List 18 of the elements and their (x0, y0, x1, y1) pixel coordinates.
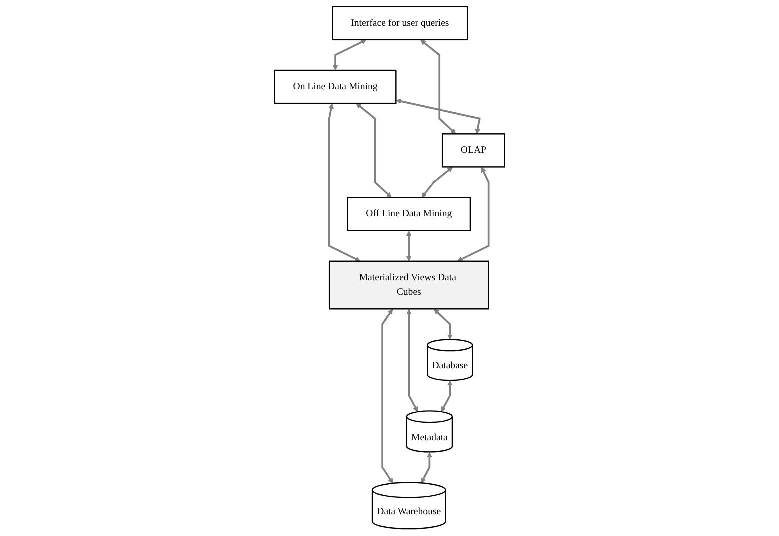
arrow (434, 309, 452, 340)
node-box: Interface for user queries (332, 6, 468, 41)
arrow (420, 40, 456, 134)
arrow (328, 104, 360, 262)
arrow (406, 230, 412, 262)
arrow (356, 103, 392, 198)
arrow (440, 380, 452, 412)
arrow (396, 98, 481, 134)
node-box: On Line Data Mining (274, 70, 396, 104)
arrow (421, 167, 453, 198)
arrow (381, 309, 393, 484)
arrow (406, 309, 418, 412)
arrow (332, 40, 366, 71)
node-box: Off Line Data Mining (346, 197, 471, 232)
arrow (420, 452, 432, 484)
node-box: OLAP (442, 134, 506, 168)
node-box: Materialized Views Data Cubes (328, 260, 489, 310)
arrow (457, 167, 490, 262)
